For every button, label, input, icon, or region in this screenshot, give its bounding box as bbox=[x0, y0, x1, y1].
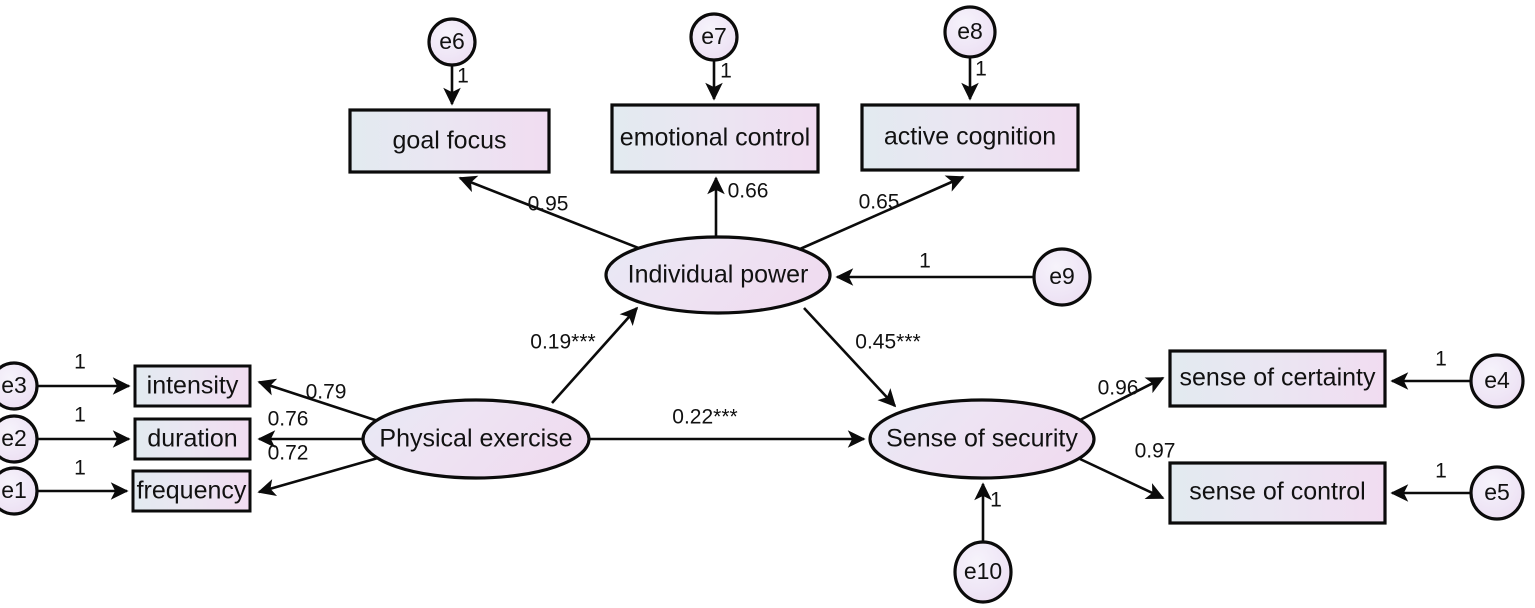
node-e3[interactable]: e3 bbox=[0, 361, 39, 411]
e4-circle[interactable] bbox=[1469, 353, 1525, 409]
node-active-cognition[interactable]: active cognition bbox=[860, 103, 1080, 172]
goal-focus-box[interactable] bbox=[348, 108, 551, 174]
emotional-control-box[interactable] bbox=[610, 103, 820, 174]
sense-of-security-ellipse[interactable] bbox=[868, 398, 1096, 480]
edge-ip-to-goal-focus bbox=[458, 175, 642, 251]
sense-of-control-box[interactable] bbox=[1168, 461, 1387, 525]
edge-ip-to-active-cognition bbox=[799, 175, 965, 251]
node-emotional-control[interactable]: emotional control bbox=[610, 103, 820, 174]
frequency-box[interactable] bbox=[131, 469, 252, 513]
intensity-box[interactable] bbox=[133, 364, 252, 408]
e6-circle[interactable] bbox=[427, 17, 477, 67]
node-goal-focus[interactable]: goal focus bbox=[348, 108, 551, 174]
node-e2[interactable]: e2 bbox=[0, 414, 39, 464]
node-e1[interactable]: e1 bbox=[0, 466, 39, 516]
e2-circle[interactable] bbox=[0, 414, 39, 464]
node-e9[interactable]: e9 bbox=[1032, 247, 1092, 307]
node-sense-of-security[interactable]: Sense of security bbox=[868, 398, 1096, 480]
physical-exercise-ellipse[interactable] bbox=[361, 398, 591, 480]
edge-pe-to-intensity bbox=[257, 378, 379, 423]
edge-pe-to-individual-power bbox=[551, 306, 639, 404]
node-intensity[interactable]: intensity bbox=[133, 364, 252, 408]
edge-pe-to-frequency bbox=[257, 456, 379, 496]
e9-circle[interactable] bbox=[1032, 247, 1092, 307]
e1-circle[interactable] bbox=[0, 466, 39, 516]
node-e8[interactable]: e8 bbox=[943, 5, 997, 59]
edge-ss-to-sense-of-certainty bbox=[1079, 376, 1165, 422]
edge-ip-to-sense-of-security bbox=[803, 307, 897, 408]
individual-power-ellipse[interactable] bbox=[604, 235, 832, 315]
node-physical-exercise[interactable]: Physical exercise bbox=[361, 398, 591, 480]
latent-variable-layer: Physical exercise Individual power Sense… bbox=[361, 235, 1096, 480]
edge-ss-to-sense-of-control bbox=[1079, 457, 1165, 500]
node-e10[interactable]: e10 bbox=[953, 540, 1013, 604]
e5-circle[interactable] bbox=[1469, 465, 1525, 521]
node-sense-of-control[interactable]: sense of control bbox=[1168, 461, 1387, 525]
e10-circle[interactable] bbox=[953, 540, 1013, 604]
node-e6[interactable]: e6 bbox=[427, 17, 477, 67]
e8-circle[interactable] bbox=[943, 5, 997, 59]
edge-layer bbox=[38, 58, 1470, 543]
node-e4[interactable]: e4 bbox=[1469, 353, 1525, 409]
e3-circle[interactable] bbox=[0, 361, 39, 411]
node-frequency[interactable]: frequency bbox=[131, 469, 252, 513]
duration-box[interactable] bbox=[133, 417, 252, 461]
sense-of-certainty-box[interactable] bbox=[1168, 349, 1387, 408]
node-e5[interactable]: e5 bbox=[1469, 465, 1525, 521]
e7-circle[interactable] bbox=[689, 12, 739, 62]
active-cognition-box[interactable] bbox=[860, 103, 1080, 172]
node-duration[interactable]: duration bbox=[133, 417, 252, 461]
node-e7[interactable]: e7 bbox=[689, 12, 739, 62]
node-individual-power[interactable]: Individual power bbox=[604, 235, 832, 315]
node-sense-of-certainty[interactable]: sense of certainty bbox=[1168, 349, 1387, 408]
